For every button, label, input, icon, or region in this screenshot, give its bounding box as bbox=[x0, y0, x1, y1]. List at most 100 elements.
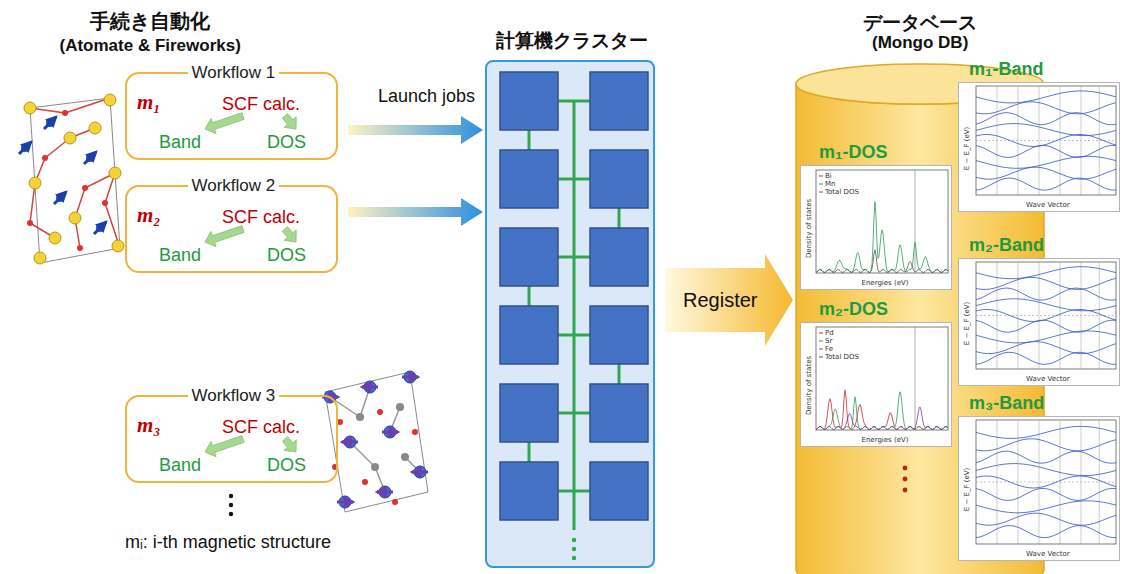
band-plot-panel: m₁-BandE − E_F (eV)Wave Vector bbox=[958, 82, 1120, 212]
band-curve bbox=[976, 310, 1116, 322]
band-curve bbox=[976, 526, 1116, 538]
crystal-structure bbox=[356, 403, 409, 471]
crystal-structure bbox=[82, 185, 88, 191]
crystal-structure bbox=[42, 155, 48, 161]
edge-label: Register bbox=[683, 289, 757, 312]
launch-arrow bbox=[348, 116, 483, 144]
plot-title: m₁-Band bbox=[969, 59, 1043, 80]
section-subheading: (Atomate & Fireworks) bbox=[60, 36, 241, 56]
band-curve bbox=[976, 482, 1116, 483]
legend-entry: Sr bbox=[825, 338, 832, 345]
crystal-structure bbox=[332, 409, 418, 505]
structure-symbol: m₁ bbox=[137, 90, 161, 115]
crystal-structure bbox=[392, 499, 398, 505]
database-title: データベース bbox=[863, 10, 977, 36]
continuation-dots bbox=[229, 512, 233, 516]
band-curve bbox=[976, 352, 1116, 364]
continuation-dots bbox=[903, 466, 908, 471]
network-link bbox=[558, 412, 590, 415]
axis-title: Density of states bbox=[806, 356, 813, 415]
band-plot-panel: m₂-BandE − E_F (eV)Wave Vector bbox=[958, 258, 1120, 386]
crystal-structure bbox=[24, 102, 36, 114]
band-curve bbox=[976, 135, 1116, 147]
compute-node bbox=[590, 228, 648, 286]
step-label: DOS bbox=[267, 132, 306, 153]
crystal-structure bbox=[19, 117, 106, 234]
band-curve bbox=[958, 416, 1120, 561]
dos-curve bbox=[816, 202, 948, 273]
crystal-structure bbox=[64, 132, 76, 144]
crystal-structure bbox=[362, 386, 378, 389]
network-link bbox=[528, 130, 531, 150]
crystal-structure bbox=[337, 501, 353, 504]
flow-arrow bbox=[205, 436, 244, 457]
axis-title: E − E_F (eV) bbox=[964, 468, 971, 511]
dos-curve bbox=[915, 170, 916, 273]
step-label: SCF calc. bbox=[222, 417, 300, 438]
step-label: DOS bbox=[267, 455, 306, 476]
band-curve bbox=[976, 513, 1116, 525]
flow-arrow bbox=[125, 72, 338, 160]
crystal-structure bbox=[412, 471, 428, 474]
edge-label: Launch jobs bbox=[378, 86, 475, 107]
axis-title: Density of states bbox=[806, 199, 813, 258]
band-curve bbox=[976, 267, 1116, 279]
crystal-structure bbox=[84, 152, 96, 164]
band-curve bbox=[976, 86, 1116, 195]
crystal-structure bbox=[356, 413, 364, 421]
crystal-structure bbox=[109, 167, 121, 179]
band-curve bbox=[976, 156, 1116, 168]
dos-curve bbox=[816, 170, 948, 273]
continuation-dots bbox=[572, 547, 576, 551]
crystal-structure bbox=[21, 119, 104, 232]
crystal-structure bbox=[24, 94, 124, 264]
band-curve bbox=[976, 102, 1116, 114]
crystal-structure bbox=[30, 98, 120, 248]
structure-symbol: m₃ bbox=[137, 413, 161, 438]
legend-entry: Fe bbox=[825, 346, 833, 353]
band-curve bbox=[976, 277, 1116, 289]
step-label: Band bbox=[159, 455, 201, 476]
band-curve bbox=[976, 501, 1116, 513]
band-curve bbox=[976, 451, 1116, 463]
continuation-dots bbox=[229, 494, 233, 498]
crystal-structure bbox=[89, 122, 101, 134]
axis-title: Wave Vector bbox=[1026, 376, 1070, 383]
crystal-structure bbox=[382, 431, 398, 434]
axis-title: Energies (eV) bbox=[862, 280, 909, 287]
compute-node bbox=[500, 306, 558, 364]
plot-title: m₂-Band bbox=[969, 235, 1044, 256]
database-subtitle: (Mongo DB) bbox=[872, 33, 968, 53]
crystal-structure bbox=[330, 387, 420, 492]
crystal-structure bbox=[77, 245, 83, 251]
axis-title: E − E_F (eV) bbox=[964, 301, 971, 344]
compute-node bbox=[590, 72, 648, 130]
crystal-structure bbox=[396, 403, 404, 411]
crystal-structure bbox=[377, 491, 393, 494]
axis-title: Wave Vector bbox=[1026, 202, 1070, 209]
workflow-title: Workflow 2 bbox=[188, 176, 280, 196]
crystal-structure bbox=[30, 98, 120, 263]
flow-arrow bbox=[282, 227, 296, 242]
dos-curve bbox=[800, 165, 952, 290]
band-curve bbox=[976, 476, 1116, 488]
network-link bbox=[618, 364, 621, 384]
dos-plot-panel: m₂-DOSDensity of statesEnergies (eV)PdSr… bbox=[800, 322, 952, 447]
structure-symbol: m₂ bbox=[137, 203, 161, 228]
band-curve bbox=[976, 299, 1116, 311]
dos-curve bbox=[816, 392, 948, 430]
crystal-structure bbox=[34, 252, 46, 264]
band-curve bbox=[976, 342, 1116, 354]
crystal-structure bbox=[325, 372, 428, 512]
legend-entry: Total DOS bbox=[825, 354, 859, 361]
legend-entry: Total DOS bbox=[825, 189, 859, 196]
band-curve bbox=[976, 320, 1116, 332]
band-plot-panel: m₃-BandE − E_F (eV)Wave Vector bbox=[958, 416, 1120, 561]
dos-curve bbox=[915, 327, 916, 430]
crystal-structure bbox=[27, 220, 33, 226]
continuation-dots bbox=[903, 488, 908, 493]
crystal-structure bbox=[112, 240, 124, 252]
crystal-structure bbox=[62, 110, 68, 116]
continuation-dots bbox=[572, 538, 576, 542]
